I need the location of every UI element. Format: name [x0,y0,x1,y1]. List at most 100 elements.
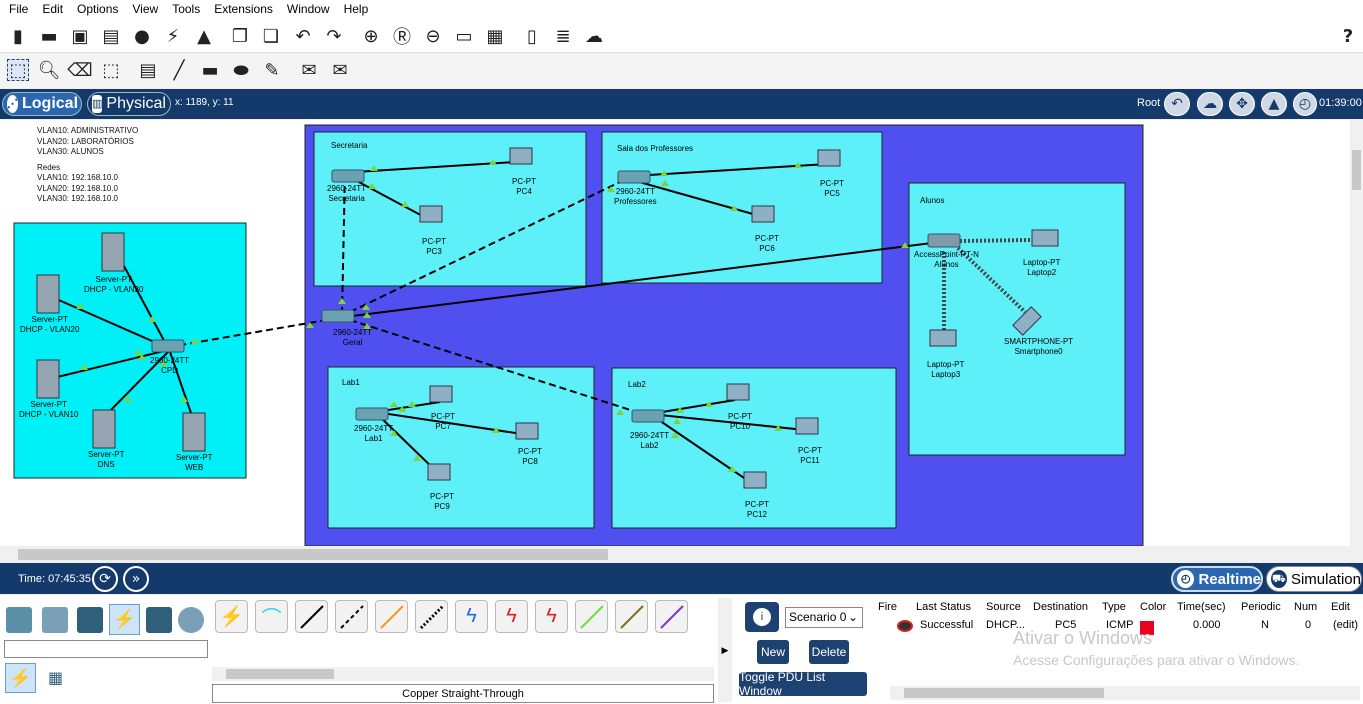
connections-icon[interactable]: ⚡ [109,604,140,635]
fire-icon[interactable] [897,620,913,632]
freeform-icon[interactable]: ✎ [264,59,280,81]
switch-secretaria-icon[interactable] [331,169,365,183]
panel-splitter[interactable]: ▶ [718,598,732,702]
menu-help[interactable]: Help [343,2,369,16]
pc11-icon[interactable] [795,417,819,435]
pc8-icon[interactable] [515,422,539,440]
logical-workspace[interactable]: VLAN10: ADMINISTRATIVO VLAN20: LABORATÓR… [0,120,1350,546]
switch-lab1-icon[interactable] [355,407,389,421]
scroll-thumb[interactable] [226,669,334,679]
toggle-pdu-list-button[interactable]: Toggle PDU List Window [739,670,867,698]
palette-scrollbar[interactable] [212,667,714,681]
redo-icon[interactable]: ↷ [326,25,342,47]
help-icon[interactable]: ? [1342,25,1354,47]
serial-dce-icon[interactable]: ϟ [495,600,528,633]
simple-pdu-icon[interactable]: ✉ [301,59,317,81]
device-search-field[interactable] [4,640,208,658]
inspect-icon[interactable]: 🔍︎ [37,59,61,81]
pc6-icon[interactable] [751,205,775,223]
rectangle-icon[interactable]: ▬ [201,59,219,81]
copy-icon[interactable]: ❐ [231,25,249,47]
custom-devices-icon[interactable]: ▦ [486,25,504,47]
pc10-icon[interactable] [726,383,750,401]
complex-pdu-icon[interactable]: ✉ [332,59,348,81]
menu-window[interactable]: Window [286,2,330,16]
fast-forward-icon[interactable]: » [123,566,149,592]
switch-lab2-icon[interactable] [631,409,665,423]
delete-icon[interactable]: ⌫ [67,59,93,81]
pc3-icon[interactable] [419,205,443,223]
info-icon[interactable]: ● [134,25,150,47]
line-icon[interactable]: ╱ [173,59,185,81]
components-icon[interactable] [77,607,103,633]
switch-cpd-icon[interactable] [151,339,185,353]
scroll-thumb[interactable] [18,549,608,560]
save-icon[interactable]: ▣ [71,25,89,47]
drawing-palette-icon[interactable]: ▭ [455,25,473,47]
scroll-thumb[interactable] [904,688,1104,698]
serial-dte-icon[interactable]: ϟ [535,600,568,633]
connection-type-icon[interactable]: ⚡ [5,663,36,693]
smartphone-icon[interactable] [1012,306,1042,336]
paste-icon[interactable]: ❏ [262,25,280,47]
grid-icon[interactable]: ▦ [48,668,64,687]
multiuser-icon[interactable] [178,607,204,633]
delete-scenario-button[interactable]: Delete [809,640,849,664]
power-cycle-icon[interactable]: ⟳ [92,566,118,592]
undo-icon[interactable]: ↶ [295,25,311,47]
crossover-icon[interactable] [335,600,368,633]
move-object-icon[interactable]: ✥ [1229,92,1255,116]
pc7-icon[interactable] [429,385,453,403]
menu-options[interactable]: Options [77,2,119,16]
pc5-icon[interactable] [817,149,841,167]
straight-through-icon[interactable] [295,600,328,633]
resize-icon[interactable]: ⬚ [102,59,120,81]
access-point-icon[interactable] [927,233,961,248]
phone-cable-icon[interactable] [415,600,448,633]
network-devices-icon[interactable] [6,607,32,633]
zoom-reset-icon[interactable]: Ⓡ [393,27,411,48]
document-icon[interactable]: ▯ [527,25,537,47]
back-icon[interactable]: ↶ [1164,92,1190,116]
viewport-icon[interactable]: ◴ [1293,92,1317,116]
simulation-button[interactable]: ⛟Simulation [1266,566,1362,592]
menu-tools[interactable]: Tools [172,2,201,16]
iot-cable-icon[interactable] [615,600,648,633]
console-cable-icon[interactable]: ⌒ [255,600,288,633]
octal-cable-icon[interactable] [575,600,608,633]
scroll-thumb[interactable] [1352,150,1361,190]
background-image-icon[interactable]: ▲ [1261,92,1287,116]
ellipse-icon[interactable]: ⬬ [233,59,249,81]
laptop3-icon[interactable] [929,329,957,347]
print-icon[interactable]: ▤ [102,25,120,47]
zoom-out-icon[interactable]: ⊖ [425,25,441,47]
switch-professores-icon[interactable] [617,170,651,184]
new-scenario-button[interactable]: New [757,640,789,664]
server-dhcp-vlan30-icon[interactable] [101,232,125,272]
vertical-scrollbar[interactable] [1350,120,1363,546]
pc12-icon[interactable] [743,471,767,489]
menu-edit[interactable]: Edit [42,2,64,16]
pdu-scrollbar[interactable] [890,686,1360,700]
misc-icon[interactable] [146,607,172,633]
server-web-icon[interactable] [182,412,206,452]
device-icon[interactable]: ≣ [555,25,571,47]
server-dhcp-vlan20-icon[interactable] [36,274,60,314]
